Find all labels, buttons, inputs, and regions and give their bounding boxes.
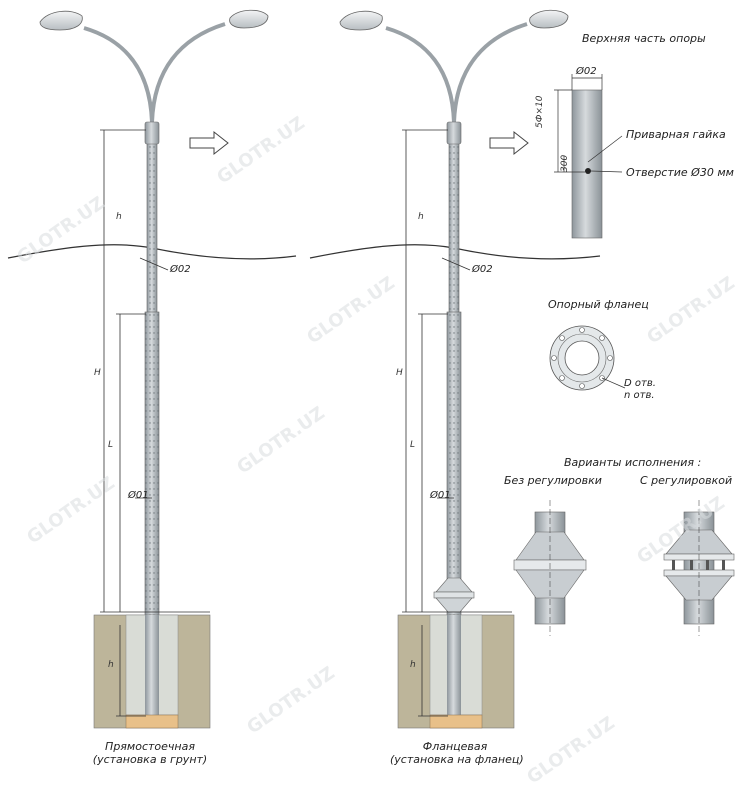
pole-direct-h-label: h xyxy=(116,212,122,222)
caption-line-2: (установка в грунт) xyxy=(92,753,208,766)
weld-nut-label: Приварная гайка xyxy=(626,128,726,141)
flange-title: Опорный фланец xyxy=(548,298,649,311)
variant-no-adjust-label: Без регулировки xyxy=(504,474,602,487)
top-height-dim: 5Ф×10 xyxy=(535,95,545,128)
arrow-icon xyxy=(189,130,229,156)
top-small-dim: 300 xyxy=(560,154,570,172)
variant-with-adjust-label: С регулировкой xyxy=(640,474,733,487)
variant-with-adjust xyxy=(663,500,735,636)
pole-segment xyxy=(571,89,603,239)
caption-line-2: (установка на фланец) xyxy=(390,753,524,766)
hole-marker xyxy=(585,168,591,174)
hole-label: Отверстие Ø30 мм xyxy=(626,166,734,179)
lamp-head-right xyxy=(229,9,269,29)
lamp-arm-right-2 xyxy=(452,22,528,123)
pole-flange-L-label: L xyxy=(410,440,416,450)
pole-direct-d1-label: Ø01 xyxy=(128,490,149,501)
pole-direct-caption: Прямостоечная (установка в грунт) xyxy=(90,740,210,766)
pole-direct-d2-label: Ø02 xyxy=(170,264,191,275)
pole-direct-h2-label: h xyxy=(108,660,114,670)
flange-n-holes: n отв. xyxy=(624,390,655,401)
foundation-base xyxy=(125,714,179,729)
pole-flange-h-label: h xyxy=(418,212,424,222)
pole-flange-H-label: H xyxy=(396,368,403,378)
lamp-arm-right xyxy=(150,22,226,123)
flange-d-holes: D отв. xyxy=(624,378,656,389)
caption-line-1: Фланцевая xyxy=(422,740,488,753)
pole-flange-h2-label: h xyxy=(410,660,416,670)
lamp-arm-left xyxy=(83,26,154,123)
variants-title: Варианты исполнения : xyxy=(564,456,702,469)
pole-direct-L-label: L xyxy=(108,440,114,450)
pole-top-cap xyxy=(144,121,160,145)
pole-flange-d2-label: Ø02 xyxy=(472,264,493,275)
arrow-icon-2 xyxy=(489,130,529,156)
top-part-detail xyxy=(554,74,623,239)
flange-detail xyxy=(549,325,626,391)
pole-direct-H-label: H xyxy=(94,368,101,378)
pole-top-cap-2 xyxy=(446,121,462,145)
top-part-title: Верхняя часть опоры xyxy=(582,32,706,45)
pole-direct-drawing xyxy=(7,9,297,729)
top-d2-label: Ø02 xyxy=(576,66,597,77)
pole-flange-caption: Фланцевая (установка на фланец) xyxy=(390,740,524,766)
flange-joint xyxy=(433,577,475,613)
caption-line-1: Прямостоечная xyxy=(105,740,195,753)
lamp-arm-left-2 xyxy=(385,26,456,123)
lamp-head-left xyxy=(39,10,83,31)
lamp-head-left-2 xyxy=(339,10,383,31)
lamp-head-right-2 xyxy=(529,9,569,29)
variant-no-adjust xyxy=(513,500,587,636)
foundation-base-2 xyxy=(429,714,483,729)
pole-flange-drawing xyxy=(309,9,601,729)
pole-flange-d1-label: Ø01 xyxy=(430,490,451,501)
